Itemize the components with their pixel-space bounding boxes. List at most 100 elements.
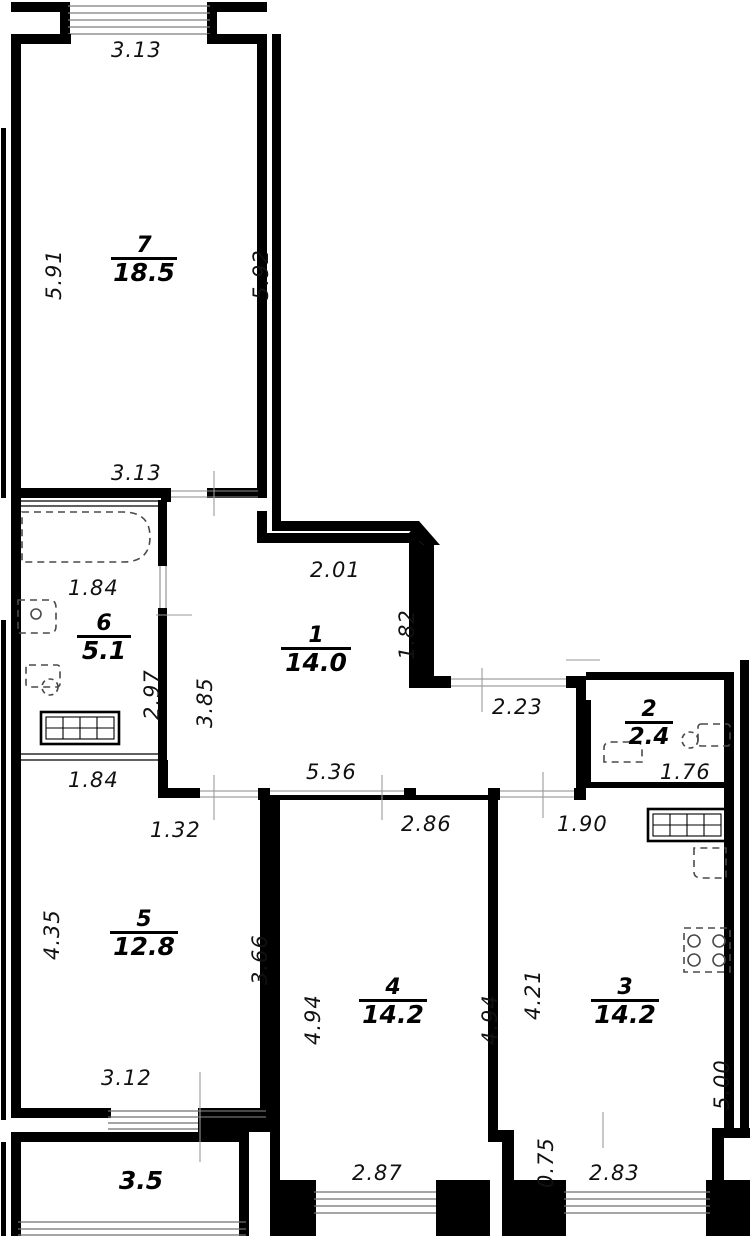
room-area-1: 14.0 [285,648,347,677]
dimension-3-66: 3.66 [248,934,272,985]
room-divider [591,999,659,1002]
room-area-6: 5.1 [81,636,127,665]
room-area-3: 14.2 [594,1000,656,1029]
fixture-details [30,608,726,967]
room-area-2: 2.4 [628,724,670,750]
dimension-5-92: 5.92 [249,249,273,300]
wall-seg [11,2,70,12]
wall-seg [257,34,267,498]
bathtub-icon [21,511,151,563]
wall-seg [260,798,270,1118]
dimension-1-90: 1.90 [557,812,608,836]
wall-seg [502,1130,514,1236]
wall-seg [270,1180,316,1236]
wall-seg [207,2,217,35]
dimension-2-01: 2.01 [310,558,361,582]
room-label-5: 5 12.8 [104,909,184,961]
wall-seg [585,700,591,784]
dimension-5-00: 5.00 [710,1059,734,1110]
wall-seg [1,128,6,498]
room-number-3: 3 [617,975,633,1000]
doorway-room3 [500,790,576,798]
wall-seg [1,620,6,1120]
wall-seg [11,488,171,498]
dimension-3-13-top: 3.13 [111,38,162,62]
room-divider [281,647,351,650]
wall-seg [11,1132,21,1236]
dimension-4-94-right: 4.94 [478,994,502,1045]
room-area-5: 12.8 [113,932,175,961]
room-divider [110,931,178,934]
wall-seg [586,782,734,788]
wall-seg [574,788,586,800]
wall-seg [404,788,416,800]
dimension-2-87: 2.87 [352,1161,403,1185]
sink-bowl-icon-wc [681,731,699,749]
room-divider [77,635,131,638]
room-number-7: 7 [136,233,152,258]
wall-seg [416,795,490,800]
wall-seg [488,798,498,1130]
toilet-icon-bath [25,664,61,688]
wall-seg [436,1180,446,1236]
wall-seg [712,1128,724,1236]
doorway-bathroom [159,566,167,608]
wall-seg [712,1128,750,1138]
wall-seg [576,676,586,788]
burner-icon [687,934,701,948]
radiator-icon-bath [39,710,121,746]
wall-seg [11,34,71,44]
room-label-4: 4 14.2 [354,977,432,1029]
dimension-1-76: 1.76 [660,760,711,784]
burner-icon [712,953,726,967]
dimension-3-85: 3.85 [193,677,217,728]
room-label-7: 7 18.5 [105,233,183,287]
window-top-room-7 [68,5,210,35]
wall-seg [207,488,267,498]
burner-icon [687,953,701,967]
dimension-3-13-bottom: 3.13 [111,461,162,485]
wall-seg [514,1180,566,1236]
room-area-7: 18.5 [113,258,175,287]
room-label-1: 1 14.0 [276,625,356,677]
wall-seg [11,498,21,766]
radiators-group [39,710,728,843]
wall-seg [158,608,167,760]
wall-seg [566,676,576,688]
dimension-ticks [156,471,604,1162]
dimension-0-75: 0.75 [534,1137,558,1188]
wall-seg [488,788,500,800]
wall-seg [239,1132,249,1236]
dimension-5-36: 5.36 [306,760,357,784]
toilet-icon-wc [603,741,643,763]
wall-seg [424,676,451,688]
dimension-1-84-top: 1.84 [68,576,119,600]
sink-icon-bath [17,599,57,634]
room-label-balcony: 3.5 [101,1168,181,1194]
doorway-1-32 [200,790,262,798]
wall-seg [158,788,200,798]
dimension-3-12: 3.12 [101,1066,152,1090]
wall-seg [198,1118,270,1132]
toilet-bowl-icon [41,678,59,696]
wall-seg [207,34,267,44]
dimension-2-83: 2.83 [589,1161,640,1185]
wall-seg [272,521,419,531]
room-area-4: 14.2 [362,1000,424,1029]
wall-diagonal-outer [409,521,440,545]
room-label-3: 3 14.2 [586,975,664,1029]
wall-seg [198,1108,270,1118]
dimension-5-91: 5.91 [42,249,66,300]
balcony-area: 3.5 [118,1166,164,1195]
wall-thin-bath-bottom [18,753,166,761]
room-divider [359,999,427,1002]
sink-drain-icon [30,608,42,620]
wall-seg [272,34,281,521]
dimension-2-97: 2.97 [140,669,164,720]
dimension-1-32: 1.32 [150,818,201,842]
wall-seg [11,34,21,498]
wall-seg [586,672,734,680]
